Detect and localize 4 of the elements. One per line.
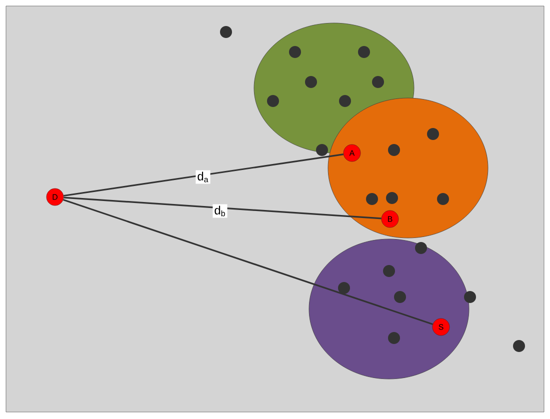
edge-label: d$_{b}$ <box>212 204 228 218</box>
edge-label: d$_{a}$ <box>196 170 210 184</box>
connector-line <box>62 199 434 325</box>
connector-line <box>64 196 382 220</box>
